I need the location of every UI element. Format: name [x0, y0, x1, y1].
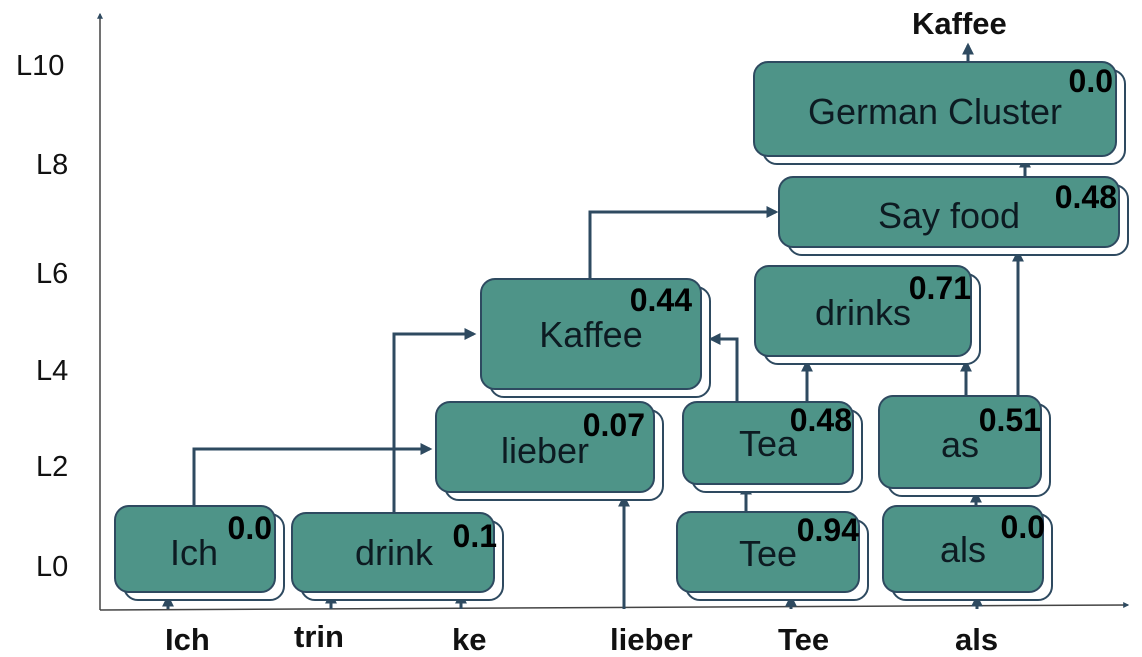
edge [192, 443, 433, 507]
token-label: lieber [610, 622, 693, 657]
node-label: drink [355, 532, 434, 573]
node-score: 0.94 [797, 512, 859, 548]
node-label: Kaffee [539, 314, 642, 355]
output-token-label: Kaffee [912, 6, 1007, 41]
edge [588, 206, 779, 280]
token-label: ke [452, 622, 486, 657]
node-score: 0.1 [453, 518, 497, 554]
node-box [480, 278, 702, 390]
node-box [114, 505, 276, 593]
level-label: L6 [36, 258, 68, 290]
token-label: Ich [165, 622, 210, 657]
node-box [754, 265, 972, 357]
node-box [882, 505, 1044, 593]
level-label: L10 [16, 50, 64, 82]
token-label: als [955, 622, 998, 657]
level-labels: L10 L8 L6 L4 L2 L0 [16, 50, 68, 583]
node-box [778, 176, 1120, 248]
node-ich: Ich 0.0 [114, 505, 285, 601]
level-label: L0 [36, 551, 68, 583]
node-box [435, 401, 655, 493]
node-score: 0.51 [979, 402, 1041, 438]
node-score: 0.71 [909, 270, 971, 306]
node-box [878, 395, 1042, 489]
node-box [291, 512, 495, 593]
node-drink: drink 0.1 [291, 512, 504, 601]
node-score: 0.48 [1055, 179, 1117, 215]
node-label: German Cluster [808, 91, 1062, 132]
node-score: 0.07 [583, 407, 645, 443]
node-box [753, 61, 1117, 157]
level-label: L4 [36, 355, 68, 387]
node-score: 0.0 [1001, 509, 1045, 545]
x-axis [99, 602, 1130, 611]
node-als: als 0.0 [882, 505, 1053, 601]
node-label: als [940, 529, 986, 570]
node-label: Ich [170, 532, 218, 573]
node-label: Say food [878, 195, 1020, 236]
node-box [676, 511, 860, 593]
edge [392, 328, 477, 514]
token-label: trin [294, 619, 344, 654]
node-say-food: Say food 0.48 [778, 176, 1129, 256]
axes [97, 12, 1130, 611]
node-score: 0.0 [228, 510, 272, 546]
node-score: 0.0 [1069, 63, 1113, 99]
node-label: lieber [501, 430, 589, 471]
level-label: L2 [36, 451, 68, 483]
node-label: as [941, 424, 979, 465]
node-as: as0.51 [878, 395, 1051, 497]
node-label: Tee [739, 533, 797, 574]
node-score: 0.44 [630, 282, 692, 318]
token-labels: Ich trin ke lieber Tee als Kaffee [165, 6, 1007, 657]
level-label: L8 [36, 149, 68, 181]
node-score: 0.48 [790, 402, 852, 438]
node-label: Tea [739, 423, 798, 464]
edge [708, 333, 739, 403]
token-label: Tee [778, 622, 829, 657]
node-label: drinks [815, 292, 911, 333]
node-box [682, 401, 854, 485]
